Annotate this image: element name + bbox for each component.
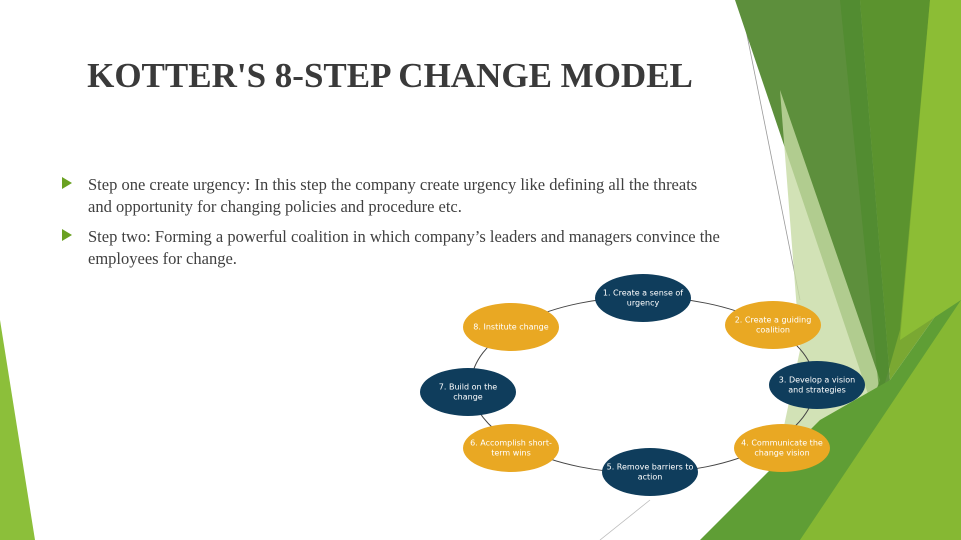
lime-band — [900, 0, 961, 340]
bullet-arrow-icon — [62, 229, 72, 241]
slide-title: KOTTER'S 8-STEP CHANGE MODEL — [87, 56, 693, 95]
step-label-8: 8. Institute change — [473, 322, 549, 332]
step-label-4: 4. Communicate the change vision — [741, 438, 823, 458]
step-label-7: 7. Build on the change — [438, 382, 498, 402]
step-node-7 — [420, 368, 516, 416]
step-label-3: 3. Develop a vision and strategies — [778, 375, 856, 395]
left-green-triangle — [0, 320, 35, 540]
bullet-item: Step two: Forming a powerful coalition i… — [60, 226, 720, 270]
step-node-4 — [734, 424, 830, 472]
step-node-1 — [595, 274, 691, 322]
step-node-3 — [769, 361, 865, 409]
step-label-5: 5. Remove barriers to action — [606, 462, 694, 482]
bullet-text: Step two: Forming a powerful coalition i… — [88, 227, 720, 268]
step-label-1: 1. Create a sense of urgency — [602, 288, 684, 308]
bullet-text: Step one create urgency: In this step th… — [88, 175, 698, 216]
step-node-6 — [463, 424, 559, 472]
bullet-arrow-icon — [62, 177, 72, 189]
deep-green-band — [840, 0, 930, 400]
step-label-6: 6. Accomplish short-term wins — [470, 438, 552, 458]
lime-wedge — [800, 300, 961, 540]
thin-line — [739, 0, 801, 301]
step-node-2 — [725, 301, 821, 349]
bullet-item: Step one create urgency: In this step th… — [60, 174, 720, 218]
step-node-5 — [602, 448, 698, 496]
step-label-2: 2. Create a guiding coalition — [734, 315, 812, 335]
thin-line — [599, 499, 651, 540]
bullet-list: Step one create urgency: In this step th… — [60, 174, 720, 278]
step-node-8 — [463, 303, 559, 351]
